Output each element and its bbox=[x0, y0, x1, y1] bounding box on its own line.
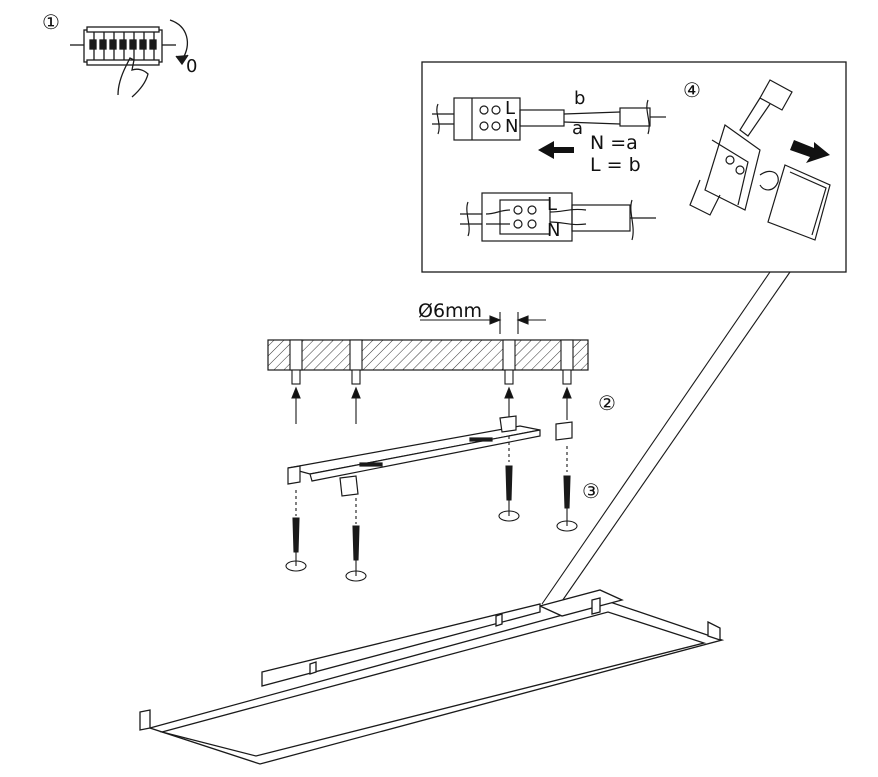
step-2-label: ② bbox=[598, 391, 616, 415]
mounting-bracket bbox=[287, 415, 573, 497]
screw bbox=[285, 490, 307, 572]
drill-arrows bbox=[291, 386, 572, 424]
push-arrow-icon bbox=[790, 140, 830, 163]
wire-a-label: a bbox=[572, 118, 584, 139]
rule-n-label: N =a bbox=[590, 132, 638, 154]
terminal-block-top bbox=[432, 97, 666, 141]
terminal-l-bottom-label: L bbox=[547, 194, 558, 215]
screw bbox=[556, 446, 578, 532]
ceiling-section bbox=[267, 339, 589, 385]
breaker-switch-off bbox=[70, 19, 189, 98]
terminal-l-label: L bbox=[505, 98, 516, 119]
hole-diameter-label: Ø6mm bbox=[418, 300, 483, 322]
terminal-block-bottom bbox=[460, 192, 656, 242]
switch-off-label: 0 bbox=[186, 56, 198, 77]
connector-box bbox=[689, 79, 831, 241]
screw bbox=[498, 436, 520, 522]
step-4-label: ④ bbox=[683, 78, 701, 102]
screw bbox=[345, 498, 367, 582]
step-1-label: ① bbox=[42, 10, 60, 34]
step-3-label: ③ bbox=[582, 479, 600, 503]
screws bbox=[285, 436, 578, 582]
insert-arrow-icon bbox=[538, 141, 574, 159]
led-panel bbox=[139, 589, 725, 765]
rule-l-label: L = b bbox=[590, 154, 641, 176]
terminal-n-bottom-label: N bbox=[547, 220, 561, 241]
hole-dimension bbox=[420, 312, 546, 334]
wiring-detail-box bbox=[421, 61, 847, 273]
terminal-n-label: N bbox=[505, 116, 519, 137]
wire-b-label: b bbox=[574, 88, 586, 109]
detail-callout-lines bbox=[541, 271, 791, 605]
